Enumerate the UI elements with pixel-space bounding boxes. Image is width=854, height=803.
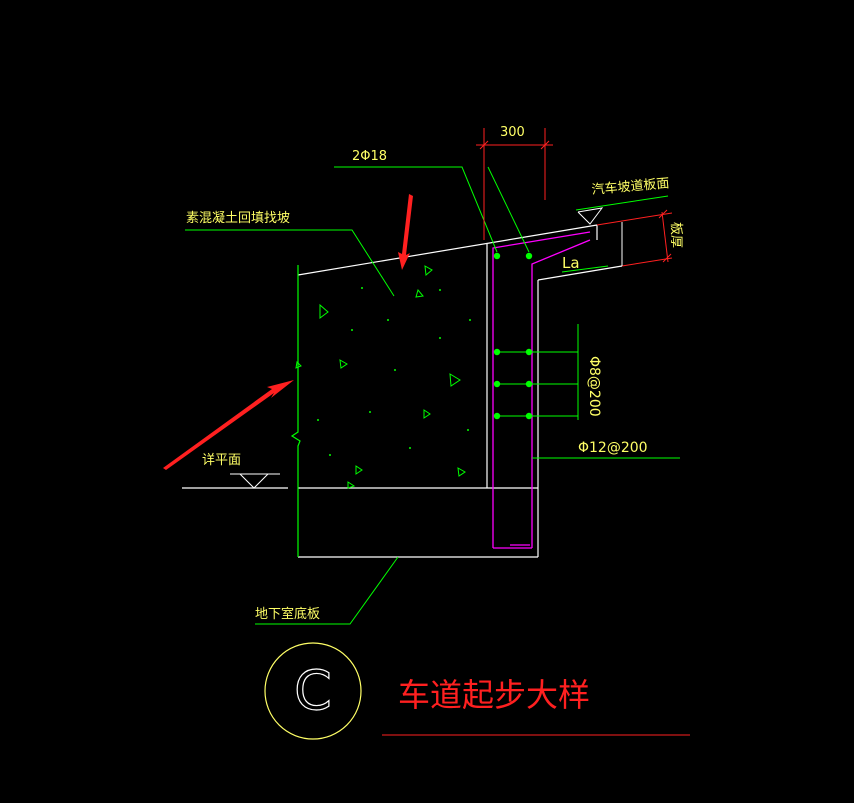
detail-circle-icon [264,642,362,740]
sloped-top-line [297,224,598,276]
concrete-hatch [295,265,466,489]
level-mark-left [239,473,270,489]
rebar-dots [493,252,533,420]
label-finish-level: 详平面 [202,453,241,468]
leader-2phi18 [334,166,498,253]
label-ramp-surface: 汽车坡道板面 [591,175,670,198]
leader-basement [255,556,399,625]
label-stirrup-horizontal: Φ12@200 [578,440,648,456]
drawing-title: 车道起步大样 [398,676,590,714]
rebar-inner [492,231,591,548]
level-mark-ramp [577,207,604,225]
leader-2phi18-b [487,166,530,253]
rebar-dot [493,252,501,260]
label-basement-slab: 地下室底板 [255,606,320,622]
red-arrows [163,194,413,470]
arrow-left-icon [163,380,294,470]
level-symbols [230,207,604,489]
ramp-slab-bottom [537,265,623,281]
detail-circle-letter: C [294,659,332,722]
dimension-300 [476,128,553,240]
leader-la [561,265,609,273]
structure-outline [182,224,623,558]
rebar-outer [531,239,591,548]
arrow-down-icon [398,194,413,270]
leader-lines [185,166,680,625]
label-stirrup-vertical: Φ8@200 [586,356,602,417]
rebar-dot [525,252,533,260]
label-rebar-top: 2Φ18 [352,149,387,164]
label-dim-300: 300 [500,125,525,140]
rebar-group [492,231,591,549]
label-slab-thickness: 板厚 [668,222,683,248]
left-break-line [290,265,301,557]
leader-ramp-surface [575,195,669,211]
dimension-thickness [596,209,673,267]
label-anchorage: La [562,254,580,272]
label-backfill: 素混凝土回填找坡 [186,210,290,226]
concrete-dots [317,287,471,456]
leader-backfill [185,229,395,297]
